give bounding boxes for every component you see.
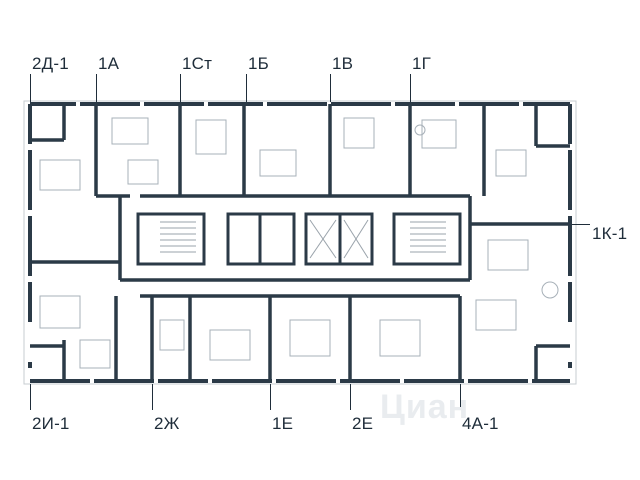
label-1a: 1А: [98, 54, 120, 73]
label-1b: 1Б: [248, 54, 270, 73]
tick-1v: [330, 74, 331, 102]
label-4a1: 4А-1: [462, 414, 499, 433]
tick-2d1: [30, 74, 31, 102]
stair-treads: [160, 219, 446, 259]
watermark-logo: Циан: [380, 388, 470, 426]
label-1v: 1В: [332, 54, 354, 73]
furniture-outlines: [39, 117, 559, 369]
tick-1k1: [572, 224, 590, 225]
label-2zh: 2Ж: [154, 414, 180, 433]
exterior-walls: [28, 102, 572, 383]
tick-2i1: [30, 384, 31, 410]
building-outline: [23, 100, 577, 385]
core-walls: [136, 212, 462, 266]
label-2e: 2Е: [352, 414, 374, 433]
tick-1g: [410, 74, 411, 102]
label-2i1: 2И-1: [32, 414, 70, 433]
tick-1a: [96, 74, 97, 102]
tick-4a1: [460, 384, 461, 410]
tick-1e: [270, 384, 271, 410]
tick-1b: [246, 74, 247, 102]
tick-2e: [350, 384, 351, 410]
tick-2zh: [152, 384, 153, 410]
label-1g: 1Г: [412, 54, 432, 73]
label-1k1: 1К-1: [592, 224, 628, 243]
label-1e: 1Е: [272, 414, 294, 433]
apartment-walls: [30, 104, 570, 381]
label-2d1: 2Д-1: [32, 54, 69, 73]
tick-1st: [180, 74, 181, 102]
label-1st: 1Ст: [182, 54, 213, 73]
